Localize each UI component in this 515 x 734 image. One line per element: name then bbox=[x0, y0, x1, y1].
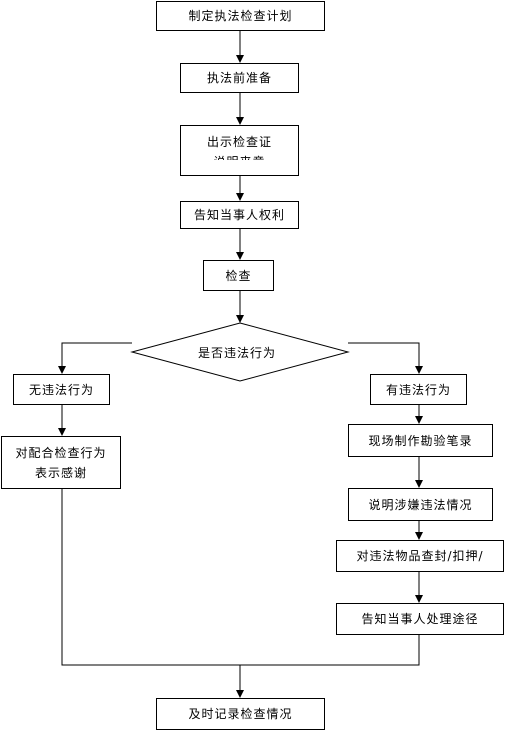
node-prepare-label: 执法前准备 bbox=[206, 71, 272, 85]
node-explain: 说明涉嫌违法情况 bbox=[348, 488, 493, 521]
node-plan-label: 制定执法检查计划 bbox=[188, 9, 293, 23]
line-remedy-to-merge bbox=[240, 635, 420, 666]
node-thanks-line2: 表示感谢 bbox=[34, 465, 87, 480]
node-no-violation: 无违法行为 bbox=[13, 374, 110, 405]
node-inspect-label: 检查 bbox=[225, 268, 252, 283]
node-plan: 制定执法检查计划 bbox=[156, 1, 325, 31]
node-thanks-line1: 对配合检查行为 bbox=[15, 445, 107, 460]
node-record-label: 现场制作勘验笔录 bbox=[368, 433, 473, 448]
node-inform-remedy-label: 告知当事人处理途径 bbox=[361, 612, 479, 626]
node-inform-remedy: 告知当事人处理途径 bbox=[336, 603, 504, 635]
node-seize-label: 对违法物品查封/扣押/ bbox=[356, 549, 484, 563]
node-show-cert: 出示检查证 说明来意 bbox=[180, 125, 299, 176]
node-inform-rights: 告知当事人权利 bbox=[180, 201, 299, 229]
node-has-violation: 有违法行为 bbox=[370, 374, 467, 405]
node-show-cert-label: 出示检查证 bbox=[206, 135, 272, 149]
node-explain-label: 说明涉嫌违法情况 bbox=[368, 497, 473, 512]
node-prepare: 执法前准备 bbox=[180, 63, 299, 93]
node-thanks: 对配合检查行为 表示感谢 bbox=[1, 436, 121, 489]
arrow-decision-to-yes bbox=[348, 342, 423, 374]
node-inspect: 检查 bbox=[203, 260, 274, 291]
node-record: 现场制作勘验笔录 bbox=[348, 424, 493, 457]
node-inform-rights-label: 告知当事人权利 bbox=[193, 208, 285, 222]
arrow-decision-to-no bbox=[58, 342, 132, 374]
node-decision-label: 是否违法行为 bbox=[198, 346, 277, 360]
node-final: 及时记录检查情况 bbox=[156, 698, 325, 730]
line-thanks-to-merge bbox=[61, 489, 240, 666]
decision-diamond bbox=[130, 322, 350, 382]
node-no-violation-label: 无违法行为 bbox=[28, 382, 94, 397]
node-final-label: 及时记录检查情况 bbox=[188, 707, 293, 721]
node-seize: 对违法物品查封/扣押/ bbox=[336, 540, 504, 572]
node-has-violation-label: 有违法行为 bbox=[385, 382, 451, 397]
node-show-cert-sublabel: 说明来意 bbox=[213, 152, 265, 160]
